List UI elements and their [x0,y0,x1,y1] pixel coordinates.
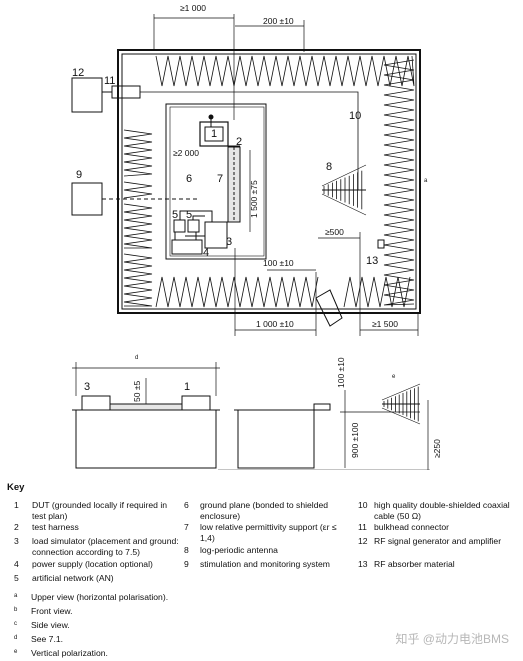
note-mark: d [14,635,18,641]
key-item-text: bulkhead connector [374,522,450,532]
key-item-text: artificial network (AN) [32,573,114,583]
label-6: 6 [186,173,192,185]
key-item-text: ground plane (bonded to shielded enclosu… [200,500,329,521]
key-item-text: load simulator (placement and ground: co… [32,536,179,557]
note-text: See 7.1. [31,634,64,644]
mark-e: e [392,374,396,380]
key-item-text: low relative permittivity support (εr ≤ … [200,522,337,543]
key-number: 7 [184,522,189,532]
key-title: Key [7,482,25,493]
dim-top-min: ≥1 000 [180,3,206,13]
log-periodic-antenna-side [381,383,421,425]
power-supply-box [171,239,203,255]
label-9: 9 [76,169,82,181]
dut-inner [204,126,224,142]
label-front-3: 3 [84,381,90,393]
label-8: 8 [326,161,332,173]
watermark: 知乎 @动力电池BMS [395,632,509,646]
note-mark: e [14,649,18,655]
note-text: Side view. [31,620,70,630]
key-number: 8 [184,545,189,555]
rf-absorber-material [123,55,415,308]
note-mark: a [14,593,18,599]
key-item-text: RF absorber material [374,559,455,569]
key-item-text: power supply (location optional) [32,559,153,569]
enclosure-inner-wall [121,53,417,310]
dim-side-height3: ≥250 [432,439,442,458]
label-5a: 5 [172,209,178,221]
label-10: 10 [349,110,361,122]
key-number: 13 [358,559,368,569]
key-item-text: log-periodic antenna [200,545,278,555]
label-2: 2 [236,136,242,148]
label-7: 7 [217,173,223,185]
dim-side-height2: 900 ±100 [350,422,360,458]
mark-a: a [424,178,428,184]
key-number: 6 [184,500,189,510]
enclosure-outer-wall [117,49,421,314]
note-mark: b [14,607,18,613]
note-text: Front view. [31,606,73,616]
label-1: 1 [211,128,217,140]
dim-front-height: 50 ±5 [132,381,142,402]
mark-d: d [135,355,138,361]
dim-height-min: ≥2 000 [173,148,199,158]
label-4: 4 [203,247,209,259]
ground-plane-inner [169,106,265,257]
dim-antenna-dist: ≥500 [325,227,344,237]
ground-plane [165,103,267,260]
dim-bottom-min: ≥1 500 [372,319,398,329]
key-number: 2 [14,522,19,532]
key-number: 10 [358,500,368,510]
dut-box [199,121,229,147]
key-item-text: test harness [32,522,79,532]
rf-generator-box [71,77,103,113]
dim-side-height1: 100 ±10 [336,357,346,388]
key-number: 12 [358,536,368,546]
label-13: 13 [366,255,378,267]
load-simulator-box [204,221,228,249]
dim-bottom-dist: 1 000 ±10 [256,319,294,329]
dim-top-spacing: 200 ±10 [263,16,294,26]
dim-harness-len: 1 500 ±75 [249,180,259,218]
key-item-text: DUT (grounded locally if required in tes… [32,500,168,521]
key-number: 11 [358,522,367,532]
key-number: 5 [14,573,19,583]
note-text: Vertical polarization. [31,648,108,658]
key-item-text: high quality double-shielded coaxial cab… [374,500,510,521]
key-number: 3 [14,536,19,546]
key-number: 1 [14,500,19,510]
log-periodic-antenna [321,164,367,216]
test-setup-diagram: ≥1 000 200 ±10 ≥2 000 1 500 ±75 ≥500 100… [71,3,442,470]
label-12: 12 [72,67,84,79]
key-number: 4 [14,559,19,569]
label-11: 11 [104,75,115,87]
key-number: 9 [184,559,189,569]
label-3: 3 [226,236,232,248]
key-item-text: RF signal generator and amplifier [374,536,502,546]
label-front-1: 1 [184,381,190,393]
dim-edge-offset: 100 ±10 [263,258,294,268]
note-mark: c [14,621,17,627]
label-5b: 5 [186,209,192,221]
key-item-text: stimulation and monitoring system [200,559,330,569]
note-text: Upper view (horizontal polarisation). [31,592,169,602]
